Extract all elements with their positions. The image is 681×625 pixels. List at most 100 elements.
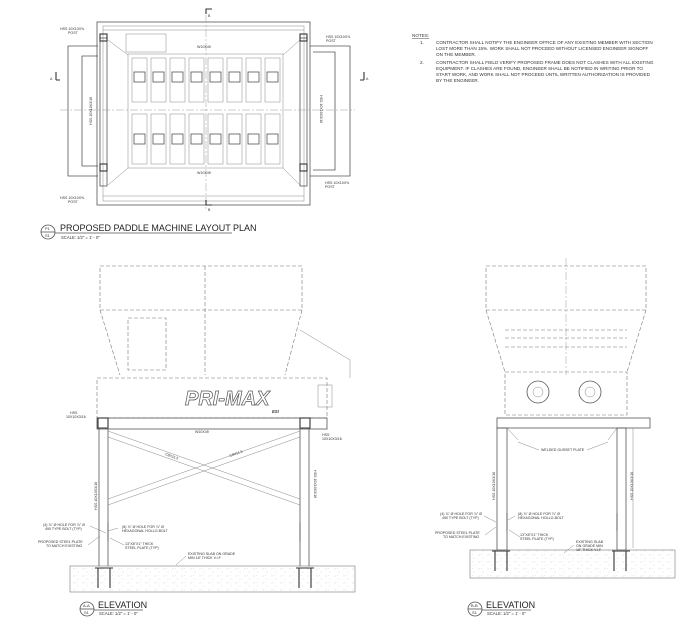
paddle-blade — [133, 133, 146, 145]
slab-note: 18" THICK V.I.F — [576, 548, 602, 552]
plate-note: PROPOSED STEEL PLATE — [435, 531, 480, 535]
paddle-blade — [171, 133, 184, 145]
side-member-label-right: HSS 10X10X3/16 — [319, 95, 323, 123]
elevation-b-sheet: S1 — [472, 610, 478, 615]
note-line: BY THE ENGINEER. — [436, 78, 479, 83]
post-label: HSS 10X10X3/16 — [492, 472, 496, 500]
note-line: CONTRACTOR SHALL NOTIFY THE ENGINEER OFF… — [436, 40, 653, 45]
hollo-bolt-note: HEXAGONAL HOLLO-BOLT — [122, 529, 169, 533]
elevation-a-view: PRI-MAX ESI HSS 10X10X3/16 HSS 10X10X3/1… — [38, 265, 356, 593]
post-label: POST — [68, 200, 79, 204]
elevation-b-title: ELEVATION — [486, 600, 535, 610]
bolt-note: 490 TYPE BOLT (TYP) — [45, 527, 82, 531]
section-a-marker-left: A — [50, 77, 53, 81]
beam-label-bottom: W10X49 — [197, 171, 211, 175]
post-label: POST — [326, 39, 337, 43]
post-label: HSS 10X10X⅝ — [325, 181, 349, 185]
elevation-a-sheet: S1 — [84, 610, 90, 615]
hss-label: HSS — [322, 433, 330, 437]
note-number: 1. — [420, 40, 424, 45]
slab-note: MIN 18" THICK V.I.F — [188, 556, 222, 560]
paddle-blade — [133, 71, 146, 83]
hollo-bolt-note: (8) ⅞" Ø HOLE FOR ⅞" Ø — [122, 525, 164, 529]
paddle-blade — [228, 71, 241, 83]
plate-note: TO MATCH EXISTING — [46, 544, 82, 548]
paddle-blade — [228, 133, 241, 145]
esi-logo: ESI — [272, 409, 280, 414]
paddle-module — [131, 113, 148, 165]
hollo-bolt-note: HEXAGONAL HOLLO-BOLT — [518, 516, 565, 520]
plate-note: TO MATCH EXISTING — [443, 535, 479, 539]
paddle-module — [245, 57, 262, 103]
paddle-module — [131, 57, 148, 103]
plate-note: STEEL PLATE (TYP) — [125, 546, 159, 550]
plan-scale: SCALE: 1/2" = 1' - 0" — [61, 235, 100, 240]
paddle-module — [169, 113, 186, 165]
paddle-module — [264, 113, 281, 165]
elevation-a-scale: SCALE: 1/2" = 1' - 0" — [99, 611, 138, 616]
hollo-bolt-note: (8) ⅞" Ø HOLE FOR ⅞" Ø — [518, 512, 560, 516]
paddle-module — [150, 57, 167, 103]
hss-label: HSS — [70, 411, 78, 415]
brace-label: C8X11.5 — [229, 449, 243, 457]
paddle-blade — [152, 133, 165, 145]
plan-title: PROPOSED PADDLE MACHINE LAYOUT PLAN — [60, 223, 257, 233]
paddle-module — [207, 113, 224, 165]
elevation-a-title-block: A-A S1 ELEVATION SCALE: 1/2" = 1' - 0" — [79, 600, 147, 617]
note-number: 2. — [420, 60, 424, 65]
post-label: POST — [68, 31, 79, 35]
paddle-module — [188, 113, 205, 165]
general-notes: NOTES: 1. CONTRACTOR SHALL NOTIFY THE EN… — [412, 33, 654, 83]
post-label: HSS 10X10X⅝ — [60, 27, 84, 31]
paddle-module — [226, 57, 243, 103]
plan-tag-detail: P1 — [45, 226, 51, 231]
layout-plan-view: A A B B W10X49 W10X49 HSS 10X10X3/16 HSS… — [50, 8, 369, 212]
slab-note: EXISTING SLAB — [576, 540, 604, 544]
post-label: HSS 10X10X⅝ — [60, 196, 84, 200]
section-a-marker-right: A — [366, 77, 369, 81]
plan-tag-sheet: S1 — [45, 233, 51, 238]
post-label: HSS 10X10X3/16 — [630, 472, 634, 500]
section-b-marker-top: B — [208, 14, 211, 18]
plate-note: 13"X8"X1" THICK — [125, 542, 154, 546]
elevation-a-title: ELEVATION — [98, 600, 147, 610]
elevation-b-title-block: B-B S1 ELEVATION SCALE: 1/2" = 1' - 0" — [467, 600, 535, 617]
post-label: POST — [325, 185, 336, 189]
post-label: HSS 10X10X3/16 — [313, 470, 317, 498]
hss-label: 10X10X3/16 — [322, 437, 342, 441]
slab-note: ON GRADE MIN — [576, 544, 603, 548]
paddle-module — [207, 57, 224, 103]
note-line: LOST MORE THAN 15%. WORK SHALL NOT PROCE… — [436, 46, 649, 51]
section-b-marker-bottom: B — [208, 208, 211, 212]
note-line: ON THE MEMBER. — [436, 52, 476, 57]
paddle-module — [169, 57, 186, 103]
plate-note: PROPOSED STEEL PLATE — [38, 540, 83, 544]
slab-note: EXISTING SLAB ON GRADE — [188, 552, 236, 556]
brace-label: C8X11.5 — [165, 452, 179, 460]
paddle-blade — [266, 133, 279, 145]
paddle-blade — [247, 71, 260, 83]
paddle-blade — [247, 133, 260, 145]
beam-label-top: W10X49 — [197, 45, 211, 49]
notes-heading: NOTES: — [412, 33, 429, 38]
paddle-blade — [152, 71, 165, 83]
bolt-note: (4) ⅞" Ø HOLE FOR ⅞" Ø — [43, 523, 85, 527]
plan-title-block: P1 S1 PROPOSED PADDLE MACHINE LAYOUT PLA… — [40, 223, 257, 240]
elevation-b-tag: B-B — [471, 603, 478, 608]
primax-logo: PRI-MAX — [185, 388, 271, 410]
paddle-blade — [209, 71, 222, 83]
paddle-blade — [209, 133, 222, 145]
note-line: EQUIPMENT. IF CLASHES ARE FOUND, ENGINEE… — [436, 66, 643, 71]
plate-note: STEEL PLATE (TYP) — [520, 537, 554, 541]
bolt-note: (4) ⅞" Ø HOLE FOR ⅞" Ø — [440, 512, 482, 516]
paddle-blade — [171, 71, 184, 83]
side-member-label-left: HSS 10X10X3/16 — [89, 97, 93, 125]
elevation-b-scale: SCALE: 1/2" = 1' - 0" — [487, 611, 526, 616]
hss-label: 10X10X3/16 — [66, 415, 86, 419]
note-line: CONTRACTOR SHALL FIELD VERIFY PROPOSED F… — [436, 60, 654, 65]
elevation-b-view: WELDED GUSSET PLATE HSS 10X10X3/16 HSS 1… — [435, 258, 676, 579]
paddle-module — [264, 57, 281, 103]
beam-label: W10X49 — [195, 430, 209, 434]
note-line: START WORK, AND WORK SHALL NOT PROCEED U… — [436, 72, 651, 77]
